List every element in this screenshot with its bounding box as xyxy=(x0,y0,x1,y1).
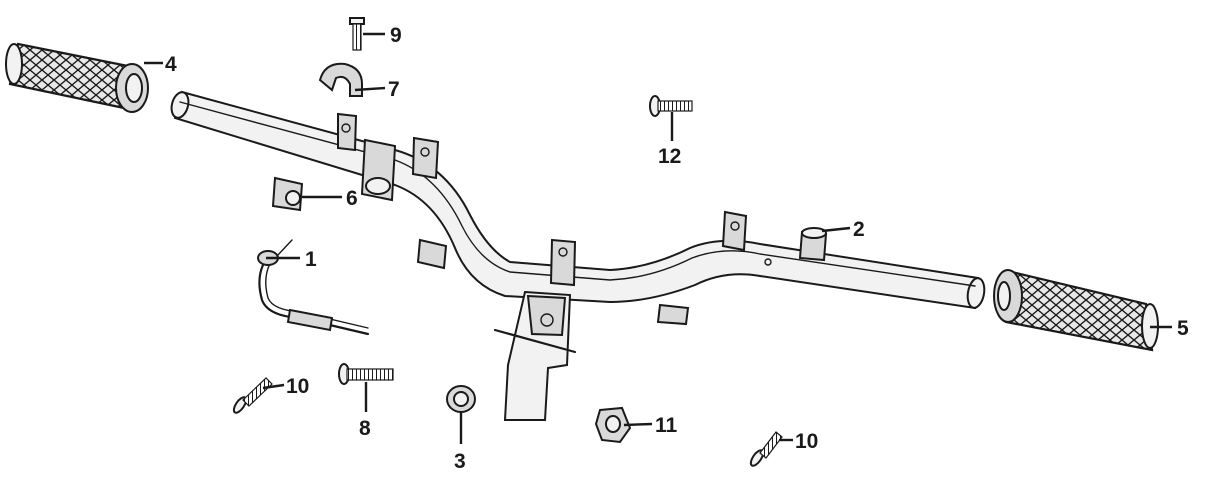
callout-1: 1 xyxy=(305,248,317,271)
bolt-8 xyxy=(338,363,394,385)
callout-10-right: 10 xyxy=(795,430,818,453)
callout-11: 11 xyxy=(655,414,678,437)
holder-cap xyxy=(318,62,363,97)
leader-lines xyxy=(144,32,1172,444)
callout-3: 3 xyxy=(454,450,466,473)
right-grip xyxy=(993,269,1159,352)
small-bracket xyxy=(271,176,304,212)
screw-9 xyxy=(349,17,365,51)
clamp xyxy=(798,227,828,262)
callout-4: 4 xyxy=(165,53,177,76)
screw-10-left xyxy=(232,377,273,414)
callout-5: 5 xyxy=(1177,317,1189,340)
callout-labels: 1 2 3 4 5 6 7 8 9 10 10 11 12 xyxy=(165,24,1189,473)
nut-3 xyxy=(446,385,476,413)
callout-7: 7 xyxy=(388,78,400,101)
callout-2: 2 xyxy=(853,218,865,241)
screw-10-right xyxy=(749,431,783,467)
bolt-12 xyxy=(649,95,693,117)
flange-nut-11 xyxy=(594,406,632,444)
callout-12: 12 xyxy=(658,145,681,168)
wire-harness xyxy=(257,239,370,336)
callout-10-left: 10 xyxy=(286,375,309,398)
left-grip xyxy=(5,42,149,113)
callout-9: 9 xyxy=(390,24,402,47)
handlebar-tube xyxy=(170,90,986,421)
callout-6: 6 xyxy=(346,187,358,210)
callout-8: 8 xyxy=(359,417,371,440)
